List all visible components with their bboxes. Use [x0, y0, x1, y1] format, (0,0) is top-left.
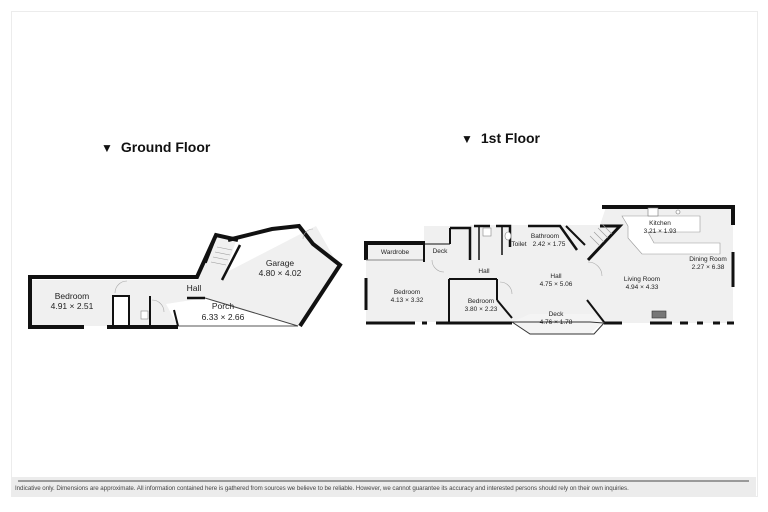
first-floor-title-text: 1st Floor [480, 130, 541, 146]
svg-text:6.33 × 2.66: 6.33 × 2.66 [202, 312, 245, 322]
svg-text:Kitchen: Kitchen [649, 220, 671, 227]
svg-text:Deck: Deck [549, 311, 565, 318]
first-floor-title: ▼ 1st Floor [461, 130, 540, 146]
svg-text:Porch: Porch [212, 301, 234, 311]
svg-text:Garage: Garage [266, 258, 295, 268]
svg-text:Bedroom: Bedroom [468, 298, 494, 305]
svg-text:Bedroom: Bedroom [55, 291, 90, 301]
disclaimer-text: Indicative only. Dimensions are approxim… [15, 485, 629, 492]
svg-text:4.94 × 4.33: 4.94 × 4.33 [626, 284, 659, 291]
svg-text:Hall: Hall [187, 283, 202, 293]
svg-text:Living Room: Living Room [624, 276, 660, 283]
svg-text:Toilet: Toilet [511, 241, 526, 248]
svg-text:Bathroom: Bathroom [531, 233, 559, 240]
svg-text:4.91 × 2.51: 4.91 × 2.51 [51, 301, 94, 311]
divider [18, 480, 749, 482]
svg-text:3.80 × 2.23: 3.80 × 2.23 [465, 306, 498, 313]
triangle-down-icon: ▼ [101, 141, 113, 155]
svg-text:4.75 × 5.06: 4.75 × 5.06 [540, 281, 573, 288]
svg-text:4.76 × 1.78: 4.76 × 1.78 [540, 319, 573, 326]
svg-text:Bedroom: Bedroom [394, 289, 420, 296]
svg-text:4.80 × 4.02: 4.80 × 4.02 [259, 268, 302, 278]
svg-text:Deck: Deck [433, 248, 449, 255]
ground-floor-title-text: Ground Floor [120, 139, 211, 155]
first-floor-plan: Wardrobe Deck Hall Bathroom Toilet 2.42 … [364, 205, 735, 335]
svg-text:Hall: Hall [478, 268, 490, 275]
svg-text:2.42 × 1.75: 2.42 × 1.75 [533, 241, 566, 248]
svg-text:4.13 × 3.32: 4.13 × 3.32 [391, 297, 424, 304]
svg-text:Hall: Hall [550, 273, 562, 280]
svg-text:Dining Room: Dining Room [689, 256, 727, 263]
triangle-down-icon: ▼ [461, 132, 473, 146]
svg-text:Wardrobe: Wardrobe [381, 249, 410, 256]
svg-text:3.21 × 1.93: 3.21 × 1.93 [644, 228, 677, 235]
ground-floor-title: ▼ Ground Floor [101, 139, 210, 155]
ground-floor-plan: Bedroom 4.91 × 2.51 Hall Garage 4.80 × 4… [28, 223, 343, 329]
svg-text:2.27 × 6.38: 2.27 × 6.38 [692, 264, 725, 271]
